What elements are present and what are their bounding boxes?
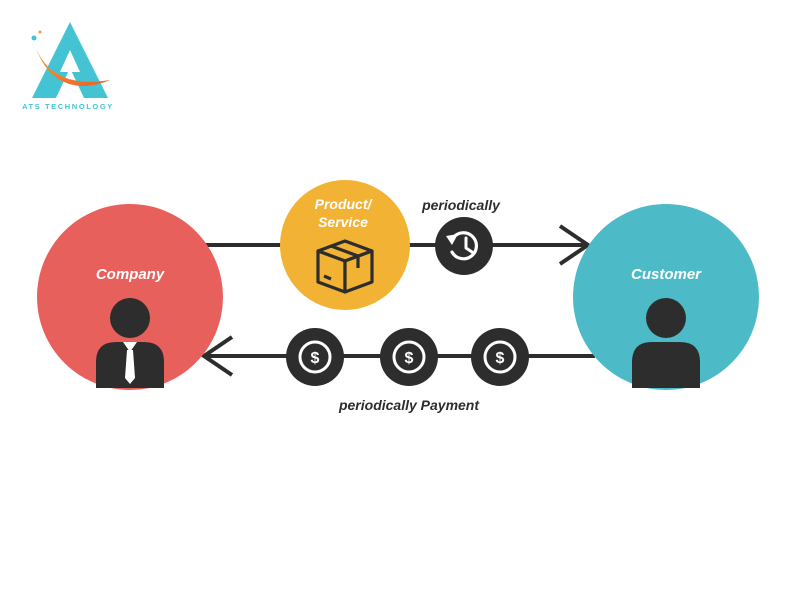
- product-label-line2: Service: [318, 214, 368, 230]
- person-icon: [632, 298, 700, 388]
- customer-node: Customer: [573, 204, 759, 390]
- customer-circle: [573, 204, 759, 390]
- logo-dot: [31, 35, 37, 41]
- company-label: Company: [96, 266, 165, 283]
- product-label-line1: Product/: [315, 196, 374, 212]
- ats-logo: ATS TECHNOLOGY: [22, 22, 114, 111]
- logo-swoosh: [36, 48, 110, 86]
- customer-label: Customer: [631, 266, 702, 283]
- refresh-clock-icon: [435, 217, 493, 275]
- logo-triangle-cutout: [60, 50, 80, 72]
- top-flow-label: periodically: [421, 197, 501, 213]
- logo-dot: [38, 30, 42, 34]
- bottom-flow-label: periodically Payment: [338, 397, 480, 413]
- logo-text: ATS TECHNOLOGY: [22, 102, 114, 111]
- svg-text:$: $: [405, 350, 414, 367]
- box-icon: [316, 239, 374, 294]
- svg-text:$: $: [311, 350, 320, 367]
- bottom-arrowhead: [200, 335, 234, 377]
- company-node: Company: [37, 204, 223, 390]
- top-arrowhead: [558, 224, 592, 266]
- businessman-icon: [96, 298, 164, 388]
- dollar-coin-icon: $: [286, 328, 344, 386]
- dollar-coin-icon: $: [471, 328, 529, 386]
- dollar-coin-icon: $: [380, 328, 438, 386]
- company-circle: [37, 204, 223, 390]
- product-node: Product/ Service: [280, 180, 410, 310]
- svg-text:$: $: [496, 350, 505, 367]
